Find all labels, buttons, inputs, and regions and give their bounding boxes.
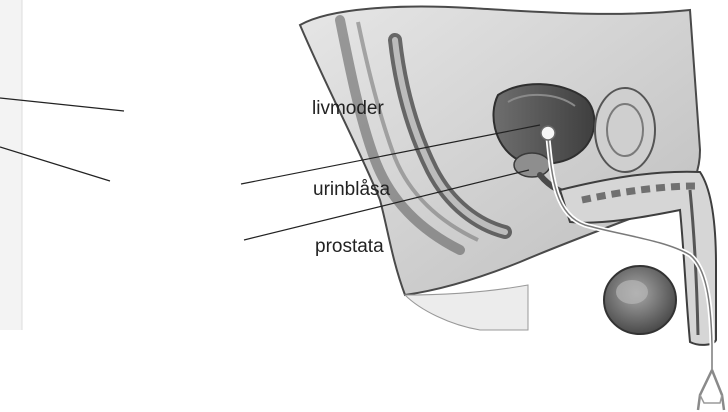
testis [604, 266, 676, 334]
label-urinblasa: urinblåsa [313, 180, 390, 199]
label-prostata: prostata [315, 237, 384, 256]
left-panel-edge [0, 0, 22, 330]
label-livmoder: livmoder [312, 99, 384, 118]
